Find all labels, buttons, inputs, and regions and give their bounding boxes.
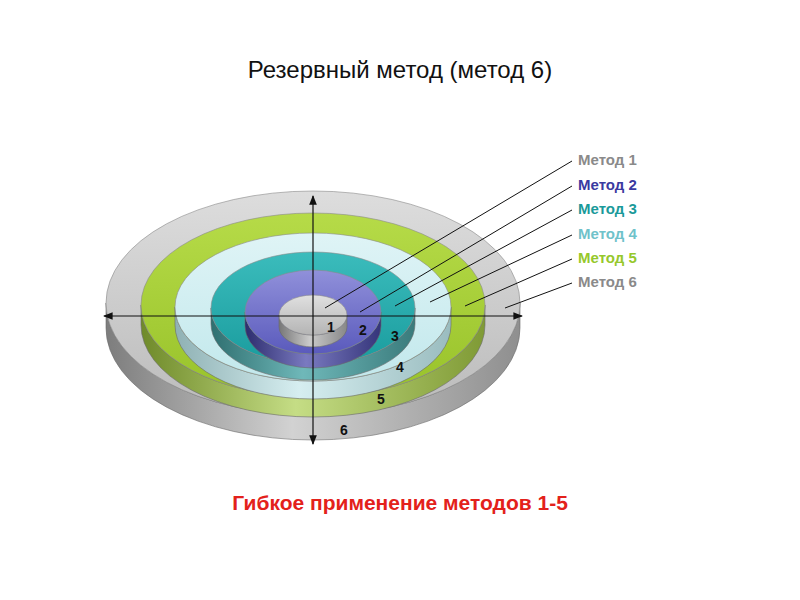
disk-shape	[173, 231, 453, 401]
disk-top	[245, 270, 381, 354]
disk-top	[175, 233, 451, 381]
title: Резервный метод (метод 6)	[0, 56, 800, 84]
callout-number: 6	[340, 422, 348, 438]
disk-top	[279, 295, 347, 335]
method-disk: 54321	[139, 211, 487, 419]
callout-number: 3	[391, 328, 399, 344]
callout-number: 4	[396, 359, 404, 375]
method-label: Метод 2	[578, 176, 637, 193]
vertical-axis	[312, 196, 313, 444]
method-label: Метод 6	[578, 273, 637, 290]
method-disk: 654321	[104, 189, 522, 442]
disk-shape	[243, 268, 383, 370]
method-label: Метод 1	[578, 151, 637, 168]
callout-number: 5	[377, 391, 385, 407]
disk-top	[141, 213, 485, 397]
method-label: Метод 4	[578, 225, 637, 242]
disk-shape	[209, 250, 417, 382]
caption: Гибкое применение методов 1-5	[0, 491, 800, 515]
method-disk: 321	[209, 250, 417, 382]
method-disk: 4321	[173, 231, 453, 401]
disk-shape	[139, 211, 487, 419]
disk-top	[211, 252, 415, 364]
disk-shape	[104, 189, 522, 442]
method-disk: 21	[243, 268, 383, 370]
disk-top	[106, 191, 520, 415]
method-label: Метод 3	[578, 200, 637, 217]
method-disk: 1	[277, 293, 349, 349]
disk-shape	[277, 293, 349, 349]
method-label: Метод 5	[578, 249, 637, 266]
callout-number: 2	[359, 322, 367, 338]
callout-number: 1	[327, 319, 335, 335]
